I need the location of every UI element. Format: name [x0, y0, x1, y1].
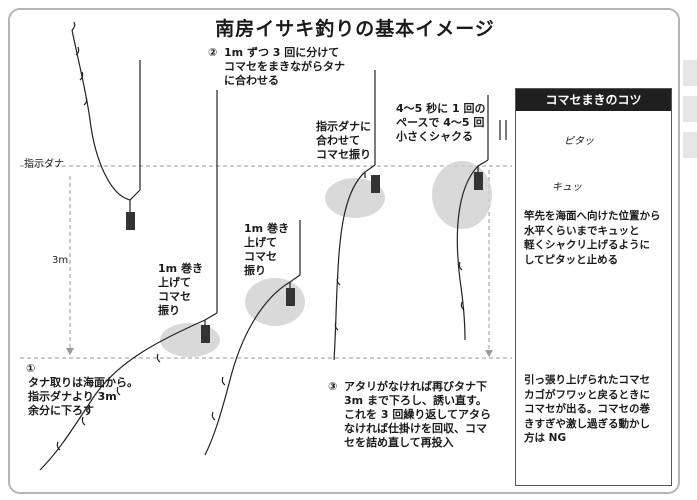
shiji-tana-label: 指示ダナ: [24, 159, 64, 170]
rig-start: [39, 90, 218, 471]
depth-arrow-head: [66, 348, 74, 355]
step1-number: ①: [26, 362, 36, 375]
callout-adjust: 指示ダナに 合わせて コマセ振り: [316, 120, 371, 161]
tips-text-1: 竿先を海面へ向けた位置から 水平くらいまでキュッと 軽くシャクリ上げるように し…: [524, 210, 661, 266]
step3-text: アタリがなければ再びタナ下 3m まで下ろし、誘い直す。 これを 3 回繰り返し…: [344, 380, 491, 449]
komase-tips-panel: コマセまきのコツ ピタッ キュッ 竿先を海面へ向けた位置から 水平くらいまでキュ…: [515, 88, 672, 486]
komase-basket: [371, 175, 380, 193]
komase-basket: [201, 325, 210, 343]
right-depth-arrow-head: [485, 350, 493, 357]
callout-wind-1: 1m 巻き 上げて コマセ 振り: [158, 262, 203, 317]
step2-text: 1m ずつ 3 回に分けて コマセをまきながらタナ に合わせる: [224, 46, 345, 87]
rig-initial: [71, 21, 141, 212]
rig-adjusted: [333, 70, 376, 361]
callout-wind-2: 1m 巻き 上げて コマセ 振り: [244, 222, 289, 277]
komase-basket: [474, 172, 483, 190]
rig-jerk: [456, 95, 507, 341]
sfx-kyu: キュッ: [552, 182, 582, 193]
callout-jerk: 4～5 秒に 1 回の ペースで 4～5 回 小さくシャクる: [396, 102, 486, 143]
sfx-pita: ピタッ: [564, 136, 594, 147]
chum-cloud: [245, 278, 305, 326]
step1-text: タナ取りは海面から。 指示ダナより 3m 余分に下ろす: [28, 376, 138, 417]
diagram-title: 南房イサキ釣りの基本イメージ: [215, 18, 495, 40]
chum-cloud: [160, 323, 220, 357]
step2-number: ②: [208, 46, 218, 59]
komase-basket: [286, 288, 295, 306]
rig-wind-1: [204, 220, 301, 456]
step3-number: ③: [328, 380, 338, 393]
edge-decoration: [683, 60, 697, 168]
depth-label: 3m: [52, 255, 69, 266]
komase-basket: [126, 212, 135, 230]
tips-text-2: 引っ張り上げられたコマセ カゴがフワッと戻るときに コマセが出る。コマセの巻 き…: [524, 374, 650, 444]
chum-cloud: [325, 178, 385, 218]
tips-title: コマセまきのコツ: [516, 89, 671, 111]
